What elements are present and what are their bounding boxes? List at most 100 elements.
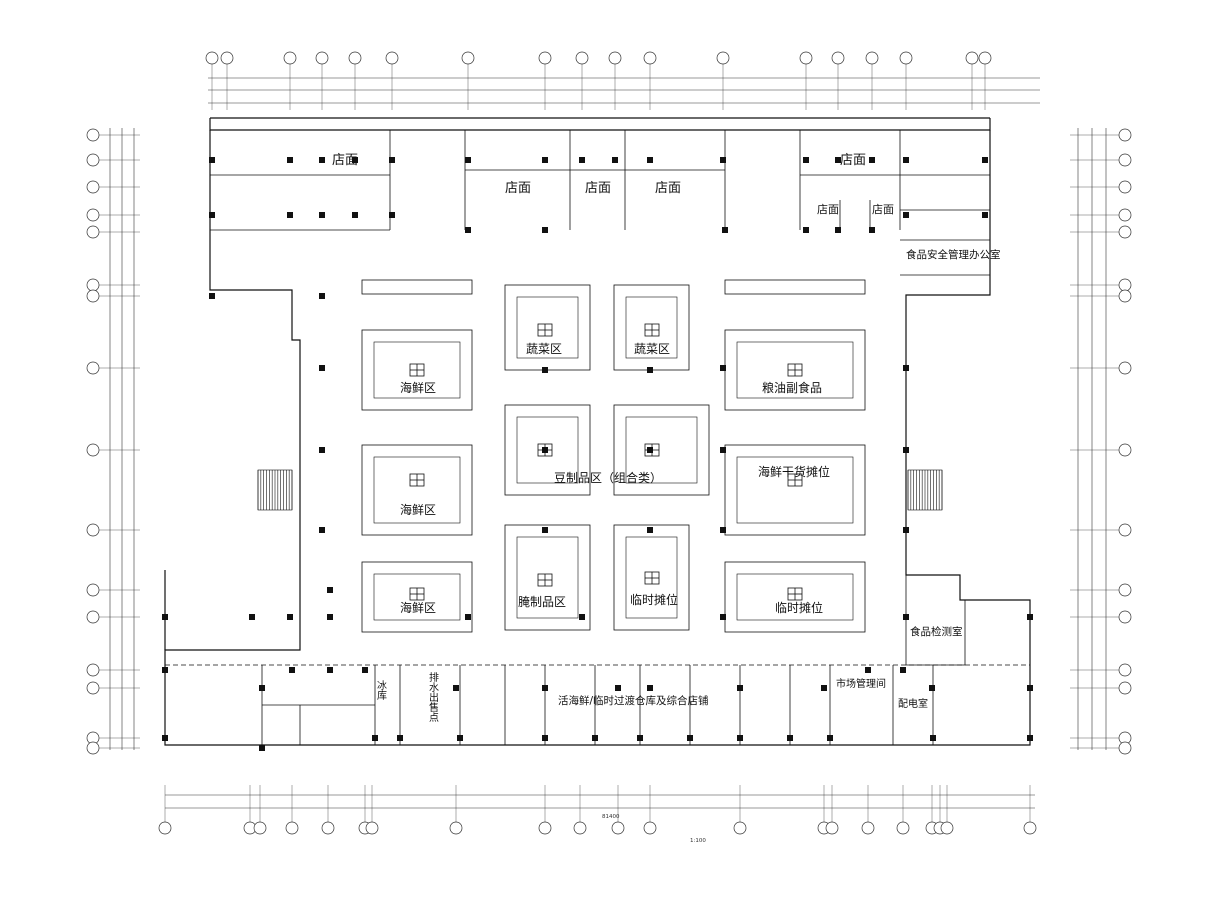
column — [319, 293, 325, 299]
axis-bubble — [1118, 128, 1132, 142]
bottom-axis-bubbles — [158, 785, 1037, 835]
room-market-management: 市场管理间 — [836, 677, 886, 690]
column — [289, 667, 295, 673]
column — [327, 587, 333, 593]
column — [319, 212, 325, 218]
zone-label: 蔬菜区 — [634, 342, 670, 356]
column — [259, 685, 265, 691]
axis-bubble — [978, 51, 992, 65]
room-shop-ne: 店面 — [840, 153, 866, 168]
zone-label: 腌制品区 — [518, 595, 566, 609]
axis-bubble — [365, 821, 379, 835]
room-shop-n2: 店面 — [585, 181, 611, 196]
column — [542, 685, 548, 691]
axis-bubble — [1118, 663, 1132, 677]
column — [209, 157, 215, 163]
column — [720, 157, 726, 163]
column — [457, 735, 463, 741]
axis-bubble — [86, 361, 100, 375]
column — [162, 667, 168, 673]
stall-icons — [409, 323, 803, 601]
room-cold-storage-shops: 活海鲜/临时过渡仓库及综合店铺 — [558, 694, 709, 707]
column — [903, 447, 909, 453]
axis-bubble — [1118, 681, 1132, 695]
axis-bubble — [940, 821, 954, 835]
axis-bubble — [205, 51, 219, 65]
stall-island — [724, 444, 866, 536]
axis-bubble — [865, 51, 879, 65]
column — [869, 227, 875, 233]
column — [647, 367, 653, 373]
axis-bubble — [538, 51, 552, 65]
column — [647, 685, 653, 691]
column — [162, 735, 168, 741]
column — [542, 367, 548, 373]
zone-labels: 蔬菜区 蔬菜区 海鲜区 粮油副食品 海鲜区 海鲜干货摊位 海鲜区 腌制品区 临时… — [400, 342, 830, 615]
axis-bubble — [86, 153, 100, 167]
right-dimensions — [1077, 128, 1107, 750]
right-axis-bubbles — [1070, 128, 1132, 755]
structural-columns — [162, 157, 1033, 751]
column — [453, 685, 459, 691]
room-shop-e2: 店面 — [872, 202, 894, 216]
axis-bubble — [799, 51, 813, 65]
axis-bubble — [538, 821, 552, 835]
axis-bubble — [348, 51, 362, 65]
column — [389, 157, 395, 163]
column — [542, 735, 548, 741]
column — [592, 735, 598, 741]
column — [835, 227, 841, 233]
column — [287, 157, 293, 163]
zone-label: 蔬菜区 — [526, 342, 562, 356]
column — [1027, 735, 1033, 741]
axis-bubble — [1118, 289, 1132, 303]
axis-bubble — [733, 821, 747, 835]
column — [737, 735, 743, 741]
column — [737, 685, 743, 691]
axis-bubble — [285, 821, 299, 835]
zone-label: 粮油副食品 — [762, 380, 822, 395]
column — [352, 157, 358, 163]
axis-bubble — [86, 610, 100, 624]
axis-bubble — [825, 821, 839, 835]
axis-bubble — [86, 278, 100, 292]
axis-bubble — [575, 51, 589, 65]
column — [209, 293, 215, 299]
column — [865, 667, 871, 673]
stall-island — [613, 404, 710, 496]
south-partitions — [261, 575, 966, 745]
column — [465, 614, 471, 620]
column — [319, 527, 325, 533]
stall-island — [504, 404, 591, 496]
column — [903, 527, 909, 533]
column — [835, 157, 841, 163]
zone-label: 海鲜干货摊位 — [758, 464, 830, 479]
column — [720, 365, 726, 371]
column — [287, 212, 293, 218]
stall-island — [361, 444, 473, 536]
axis-bubble — [1023, 821, 1037, 835]
stall-island — [361, 329, 473, 411]
column — [821, 685, 827, 691]
axis-bubble — [1118, 610, 1132, 624]
column — [259, 745, 265, 751]
axis-bubble — [1118, 741, 1132, 755]
room-food-inspection: 食品检测室 — [910, 625, 963, 638]
axis-bubble — [643, 51, 657, 65]
room-food-safety-office: 食品安全管理办公室 — [906, 248, 1001, 261]
stall-island — [361, 561, 473, 633]
column — [542, 157, 548, 163]
column — [319, 157, 325, 163]
axis-bubble — [253, 821, 267, 835]
axis-bubble — [86, 128, 100, 142]
column — [637, 735, 643, 741]
axis-bubble — [86, 225, 100, 239]
room-ice-store: 冰库 — [375, 679, 387, 701]
room-shop-n1: 店面 — [505, 181, 531, 196]
axis-bubble — [831, 51, 845, 65]
axis-bubble — [220, 51, 234, 65]
left-axis-bubbles — [86, 128, 140, 755]
axis-bubble — [315, 51, 329, 65]
zone-label: 海鲜区 — [400, 380, 436, 395]
